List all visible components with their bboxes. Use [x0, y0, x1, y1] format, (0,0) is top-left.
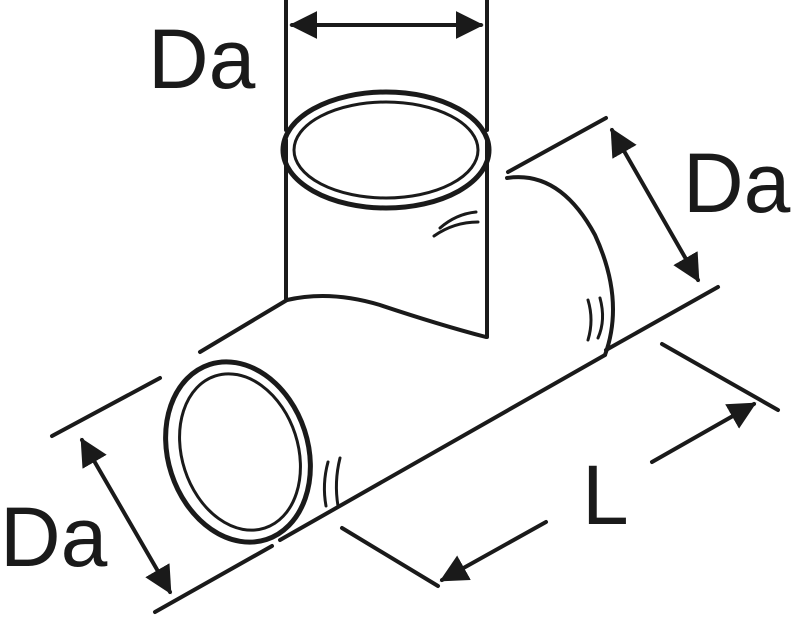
- length-label: L: [582, 448, 629, 542]
- extension-line: [660, 342, 780, 412]
- extension-line: [506, 116, 608, 174]
- highlight-mark: [432, 220, 480, 238]
- left-diameter-dimension: Da: [0, 376, 274, 614]
- dimension-arrow: [80, 437, 172, 595]
- left-opening-inner-rim: [178, 372, 302, 532]
- left-diameter-label: Da: [0, 490, 108, 584]
- dimension-arrow: [610, 127, 700, 283]
- dimension-arrow-right: [650, 402, 757, 464]
- highlight-mark: [334, 456, 342, 508]
- main-pipe-right-end: [505, 175, 615, 357]
- left-pipe-opening: [163, 359, 342, 545]
- extension-line: [153, 544, 274, 614]
- highlight-mark: [438, 210, 478, 230]
- right-diameter-dimension: Da: [506, 116, 791, 352]
- highlight-mark: [586, 298, 593, 342]
- dimension-arrow-left: [439, 520, 548, 582]
- main-pipe: [198, 175, 615, 542]
- left-opening-outer-rim: [163, 359, 313, 545]
- branch-opening-inner-rim: [292, 100, 480, 200]
- branch-opening-outer-rim: [280, 89, 492, 211]
- main-pipe-bottom-edge: [278, 353, 607, 542]
- branch-pipe: [280, 89, 492, 339]
- top-diameter-label: Da: [148, 12, 256, 106]
- right-diameter-label: Da: [683, 136, 791, 230]
- extension-line: [50, 376, 162, 438]
- top-diameter-dimension: Da: [148, 0, 489, 132]
- branch-junction-curve: [285, 294, 488, 339]
- main-pipe-top-edge-left: [198, 298, 289, 354]
- highlight-mark: [596, 296, 605, 340]
- highlight-mark: [322, 460, 330, 508]
- extension-line: [604, 285, 720, 352]
- extension-line: [340, 526, 440, 588]
- length-dimension: L: [340, 342, 780, 588]
